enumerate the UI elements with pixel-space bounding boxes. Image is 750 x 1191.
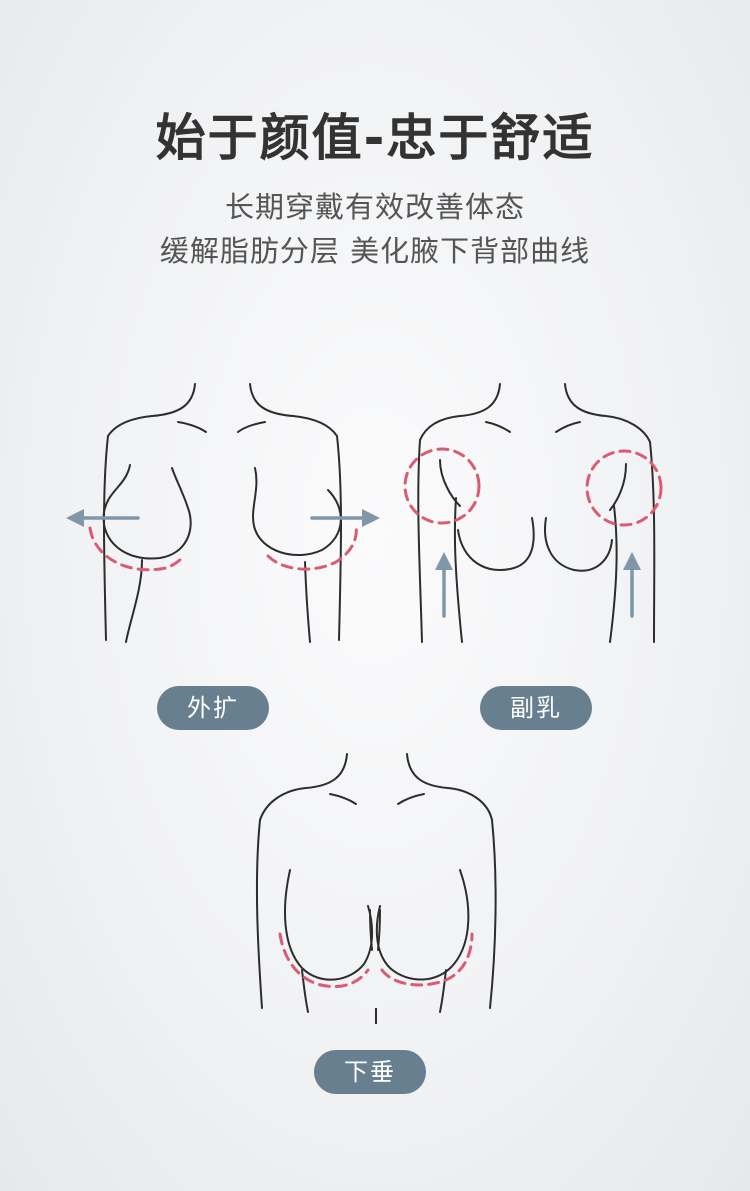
outline-breast-right: [375, 869, 470, 981]
subtitle-line-2: 缓解脂肪分层 美化腋下背部曲线: [159, 234, 591, 268]
label-badge-outward: 外扩: [157, 686, 269, 730]
highlight-dash-right: [266, 524, 358, 571]
outline-waist-right: [439, 969, 447, 1013]
outline-collarbone-left: [177, 421, 207, 433]
outline-arm-right: [336, 435, 342, 641]
outline-cleavage-left: [369, 909, 373, 951]
label-badge-sagging: 下垂: [314, 1050, 426, 1094]
label-badge-accessory: 副乳: [480, 686, 592, 730]
outline-waist-left: [125, 559, 143, 643]
highlight-dash-left: [88, 526, 184, 572]
arrow-up-right-head: [623, 552, 641, 570]
outline-torso-right: [609, 505, 618, 643]
arrow-right-head: [362, 509, 380, 527]
outline-armpit-right: [609, 463, 627, 511]
outline-neck-right: [406, 753, 493, 821]
outline-armpit-left: [439, 459, 461, 507]
figure-outward-spread: [66, 383, 380, 643]
outline-collarbone-right: [555, 421, 581, 433]
outline-collarbone-right: [397, 793, 425, 805]
figure-accessory-breast: [403, 383, 663, 643]
subtitle-line-1: 长期穿戴有效改善体态: [224, 190, 525, 224]
arrow-left-head: [66, 509, 84, 527]
outline-neck-right: [564, 383, 651, 443]
outline-breast-right: [544, 517, 613, 572]
highlight-dash-right: [585, 449, 663, 527]
outline-torso-left: [453, 497, 463, 643]
highlight-dash-left: [403, 447, 481, 525]
outline-neck-left: [419, 383, 501, 441]
outline-waist-left: [301, 969, 309, 1013]
outline-arm-right: [649, 441, 656, 643]
outline-breast-left: [457, 517, 535, 571]
outline-arm-left: [103, 435, 109, 641]
highlight-dash-left: [278, 932, 370, 989]
outline-collarbone-right: [237, 421, 266, 433]
outline-breast-right: [252, 467, 342, 557]
outline-arm-left: [255, 819, 263, 1009]
arrow-up-left-head: [435, 552, 453, 570]
outline-arm-right: [489, 819, 497, 1009]
outline-neck-right: [249, 383, 338, 437]
outline-arm-left: [417, 439, 423, 643]
outline-neck-left: [259, 753, 348, 821]
outline-waist-right: [304, 561, 311, 643]
outline-breast-left: [284, 869, 374, 981]
outline-breast-left: [102, 464, 192, 560]
outline-cleavage-right: [377, 909, 381, 951]
page-title: 始于颜值-忠于舒适: [155, 109, 595, 167]
figure-sagging: [255, 753, 497, 1024]
outline-collarbone-left: [329, 793, 357, 805]
outline-collarbone-left: [485, 421, 511, 433]
outline-neck-left: [107, 383, 196, 437]
highlight-dash-right: [380, 932, 474, 987]
